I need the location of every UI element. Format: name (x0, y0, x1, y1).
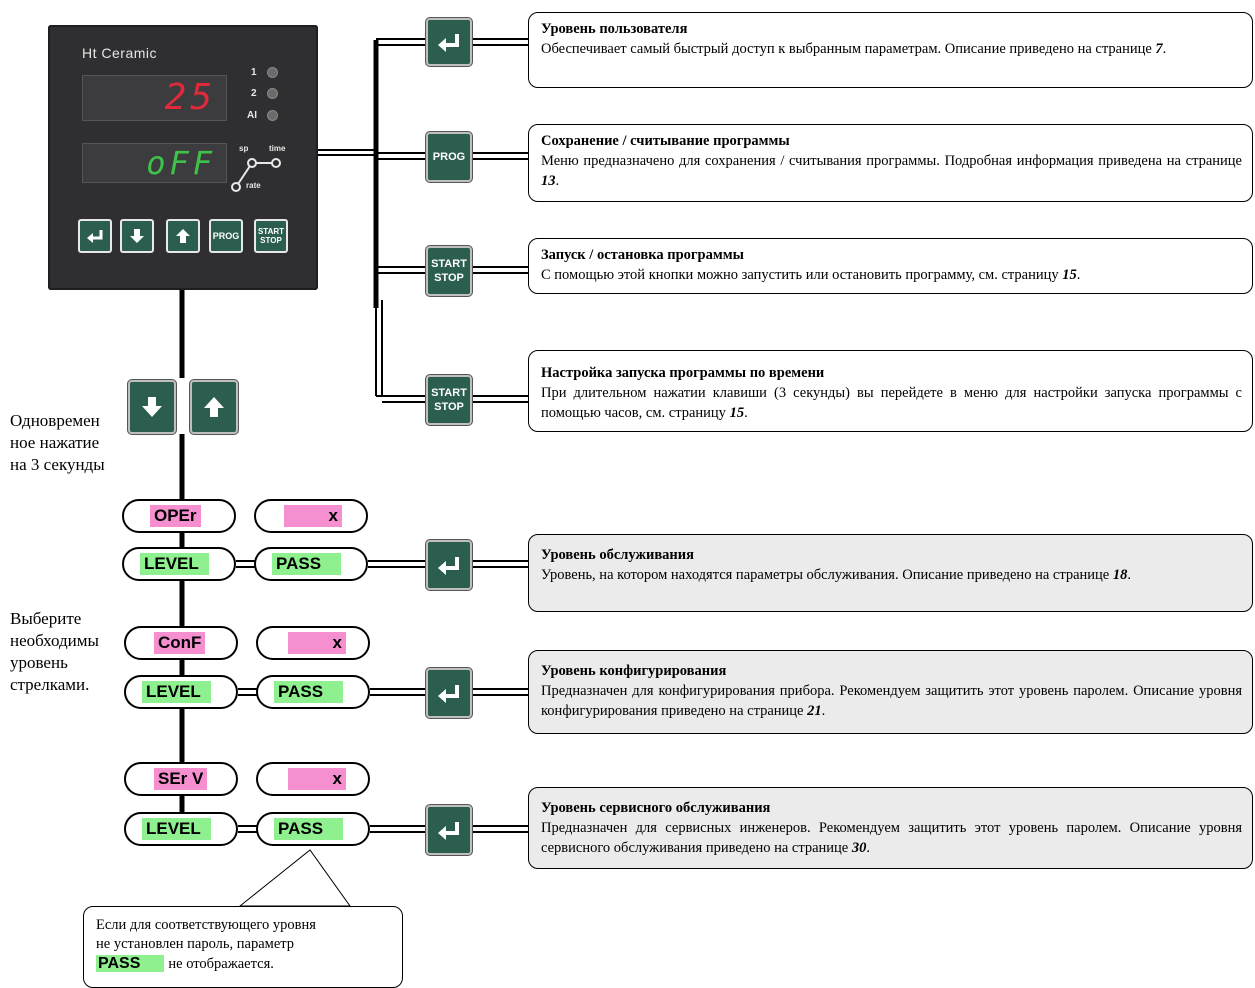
oper-name-pill: OPEr (122, 499, 236, 533)
oper-name: OPEr (150, 505, 201, 527)
up-arrow-button[interactable] (190, 380, 238, 434)
conf-pass-label: PASS (274, 681, 344, 703)
start-label-2: START (431, 387, 467, 399)
info-serv-level: Уровень сервисного обслуживания Предназн… (528, 787, 1253, 869)
down-arrow-button[interactable] (128, 380, 176, 434)
simultaneous-press-note: Одновремен ное нажатие на 3 секунды (10, 411, 105, 474)
enter-icon (438, 822, 459, 840)
serv-name: SEr V (154, 768, 208, 790)
conf-level-label: LEVEL (142, 681, 211, 703)
device-prog-button[interactable]: PROG (209, 219, 243, 253)
enter-icon (87, 230, 103, 243)
arrow-up-icon (176, 229, 190, 243)
conf-level-pill: LEVEL (124, 675, 238, 709)
serv-level-pill: LEVEL (124, 812, 238, 846)
arrow-up-icon (204, 397, 224, 417)
enter-icon (438, 685, 459, 703)
device-up-button[interactable] (166, 219, 200, 253)
serv-password-pill: x (256, 762, 370, 796)
time-label: time (269, 144, 286, 153)
status-display: oFF (82, 143, 227, 183)
pass-note-tag: PASS (96, 955, 165, 972)
process-value: 25 (164, 77, 216, 118)
oper-password-pill: x (254, 499, 368, 533)
enter-button-oper[interactable] (426, 540, 472, 590)
led1-indicator (267, 67, 278, 78)
oper-password-value: x (284, 505, 342, 527)
rate-label: rate (246, 181, 261, 190)
program-profile-icon (231, 158, 281, 192)
enter-icon (438, 557, 459, 575)
start-stop-long-button[interactable]: START STOP (426, 375, 472, 425)
led2-label: 2 (251, 88, 257, 99)
sp-label: sp (239, 144, 249, 153)
led1-label: 1 (251, 67, 257, 78)
led-ai-label: AI (247, 110, 257, 121)
oper-level-pill: LEVEL (122, 547, 236, 581)
enter-button-serv[interactable] (426, 805, 472, 855)
oper-level-label: LEVEL (140, 553, 209, 575)
info-timed-start: Настройка запуска программы по времени П… (528, 350, 1253, 432)
device-down-button[interactable] (120, 219, 154, 253)
enter-button-conf[interactable] (426, 668, 472, 718)
conf-name: ConF (154, 632, 206, 654)
prog-button[interactable]: PROG (426, 132, 472, 182)
stop-label: STOP (434, 272, 464, 284)
serv-pass-label: PASS (274, 818, 344, 840)
info-conf-level: Уровень конфигурирования Предназначен дл… (528, 650, 1253, 734)
device-enter-button[interactable] (78, 219, 112, 253)
select-level-note: Выберите необходимы уровень стрелками. (10, 609, 99, 694)
oper-pass-label: PASS (272, 553, 342, 575)
serv-password-value: x (288, 768, 346, 790)
start-stop-button[interactable]: START STOP (426, 246, 472, 296)
prog-button-label: PROG (432, 151, 466, 163)
conf-password-value: x (288, 632, 346, 654)
enter-icon (438, 34, 459, 52)
device-start-stop-button[interactable]: START STOP (254, 219, 288, 253)
process-value-display: 25 (82, 75, 227, 121)
serv-name-pill: SEr V (124, 762, 238, 796)
device-stop-label: STOP (260, 236, 282, 245)
arrow-down-icon (142, 397, 162, 417)
pass-note-callout: Если для соответствующего уровня не уста… (83, 906, 403, 988)
status-value: oFF (146, 144, 216, 182)
conf-name-pill: ConF (124, 626, 238, 660)
start-label: START (431, 258, 467, 270)
conf-password-pill: x (256, 626, 370, 660)
enter-button-user[interactable] (426, 18, 472, 66)
info-oper-level: Уровень обслуживания Уровень, на котором… (528, 534, 1253, 612)
controller-device: Ht Ceramic 25 oFF 1 2 AI sp time rate PR… (48, 25, 318, 290)
arrow-down-icon (130, 229, 144, 243)
serv-level-label: LEVEL (142, 818, 211, 840)
led-ai-indicator (267, 110, 278, 121)
info-user-level: Уровень пользователя Обеспечивает самый … (528, 12, 1253, 88)
device-prog-label: PROG (212, 230, 240, 241)
device-brand: Ht Ceramic (82, 45, 158, 61)
device-start-label: START (257, 227, 285, 236)
stop-label-2: STOP (434, 401, 464, 413)
led2-indicator (267, 88, 278, 99)
oper-pass-pill: PASS (254, 547, 368, 581)
serv-pass-pill: PASS (256, 812, 370, 846)
conf-pass-pill: PASS (256, 675, 370, 709)
info-program-start: Запуск / остановка программы С помощью э… (528, 238, 1253, 294)
info-program-save: Сохранение / считывание программы Меню п… (528, 124, 1253, 202)
